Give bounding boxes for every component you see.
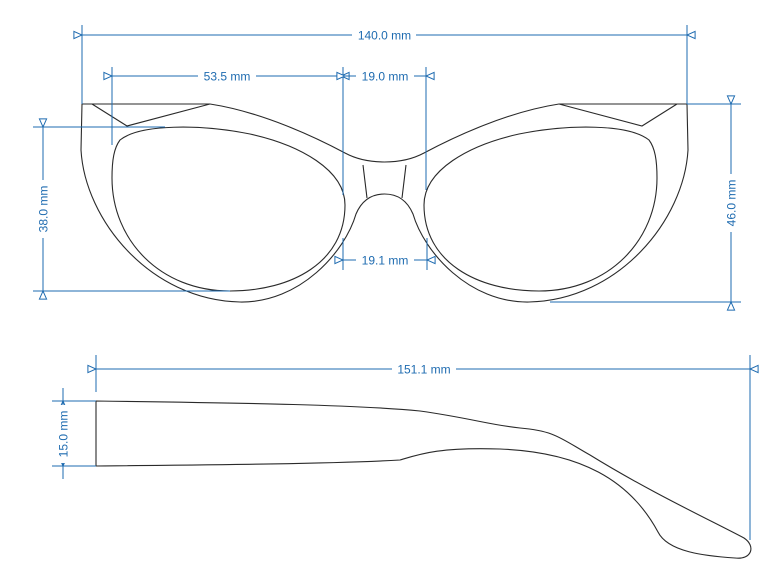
bridge-width-label: 19.0 mm — [362, 70, 409, 84]
nose-pad — [362, 164, 368, 199]
dimensions: 140.0 mm 53.5 mm 19.0 mm 19.1 mm 38.0 mm… — [33, 25, 750, 540]
lens-width-label: 53.5 mm — [204, 70, 251, 84]
lens-height-label: 38.0 mm — [37, 186, 51, 233]
total-width-label: 140.0 mm — [358, 29, 411, 43]
temple-height-label: 15.0 mm — [57, 411, 71, 458]
frame-outline — [80, 103, 385, 303]
front-view — [80, 103, 689, 303]
temple-length-label: 151.1 mm — [397, 363, 450, 377]
frame-height-label: 46.0 mm — [725, 180, 739, 227]
left-half-frame — [80, 103, 385, 303]
temple-arm — [95, 400, 752, 559]
lens — [111, 126, 346, 292]
nose-width-label: 19.1 mm — [362, 254, 409, 268]
corner-ornament — [91, 103, 211, 127]
